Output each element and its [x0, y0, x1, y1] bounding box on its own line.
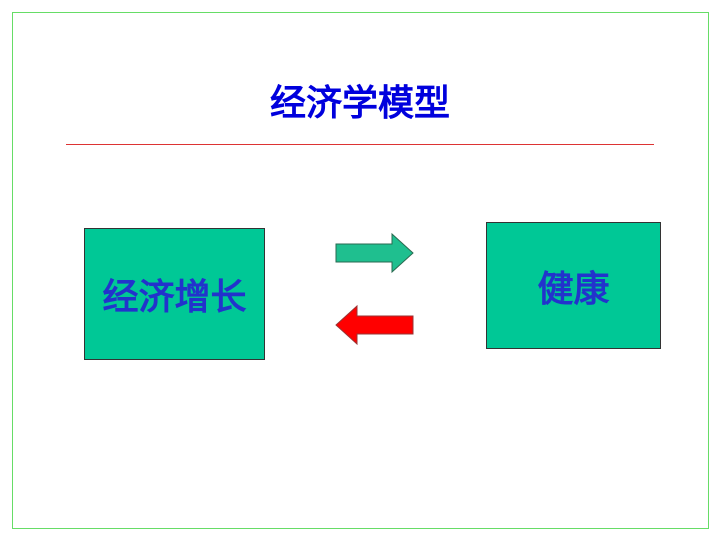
economic-growth-box: 经济增长: [84, 228, 265, 360]
title-divider: [66, 144, 654, 145]
right-arrow-icon: [335, 232, 414, 274]
health-label: 健康: [537, 268, 610, 310]
left-arrow-icon: [335, 304, 414, 346]
health-box: 健康: [486, 222, 661, 349]
slide-title: 经济学模型: [269, 83, 450, 124]
economic-growth-label: 经济增长: [102, 277, 247, 318]
slide-frame: [12, 12, 709, 529]
